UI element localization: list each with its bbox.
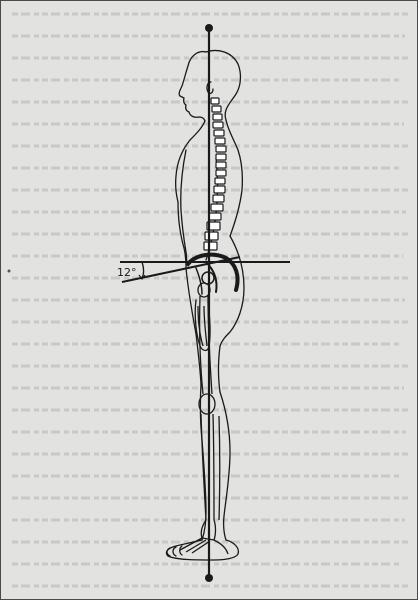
angle-arc bbox=[142, 262, 144, 278]
plumb-line-bottom-point bbox=[205, 574, 213, 582]
plumb-line-top-point bbox=[205, 24, 213, 32]
spinal-column bbox=[204, 98, 226, 250]
margin-mark bbox=[8, 270, 11, 273]
leg-bones bbox=[180, 283, 228, 554]
angle-label: 12° bbox=[117, 266, 137, 279]
pelvis bbox=[188, 255, 238, 294]
pelvic-tilt-line bbox=[122, 257, 240, 282]
body-outline bbox=[166, 51, 244, 561]
